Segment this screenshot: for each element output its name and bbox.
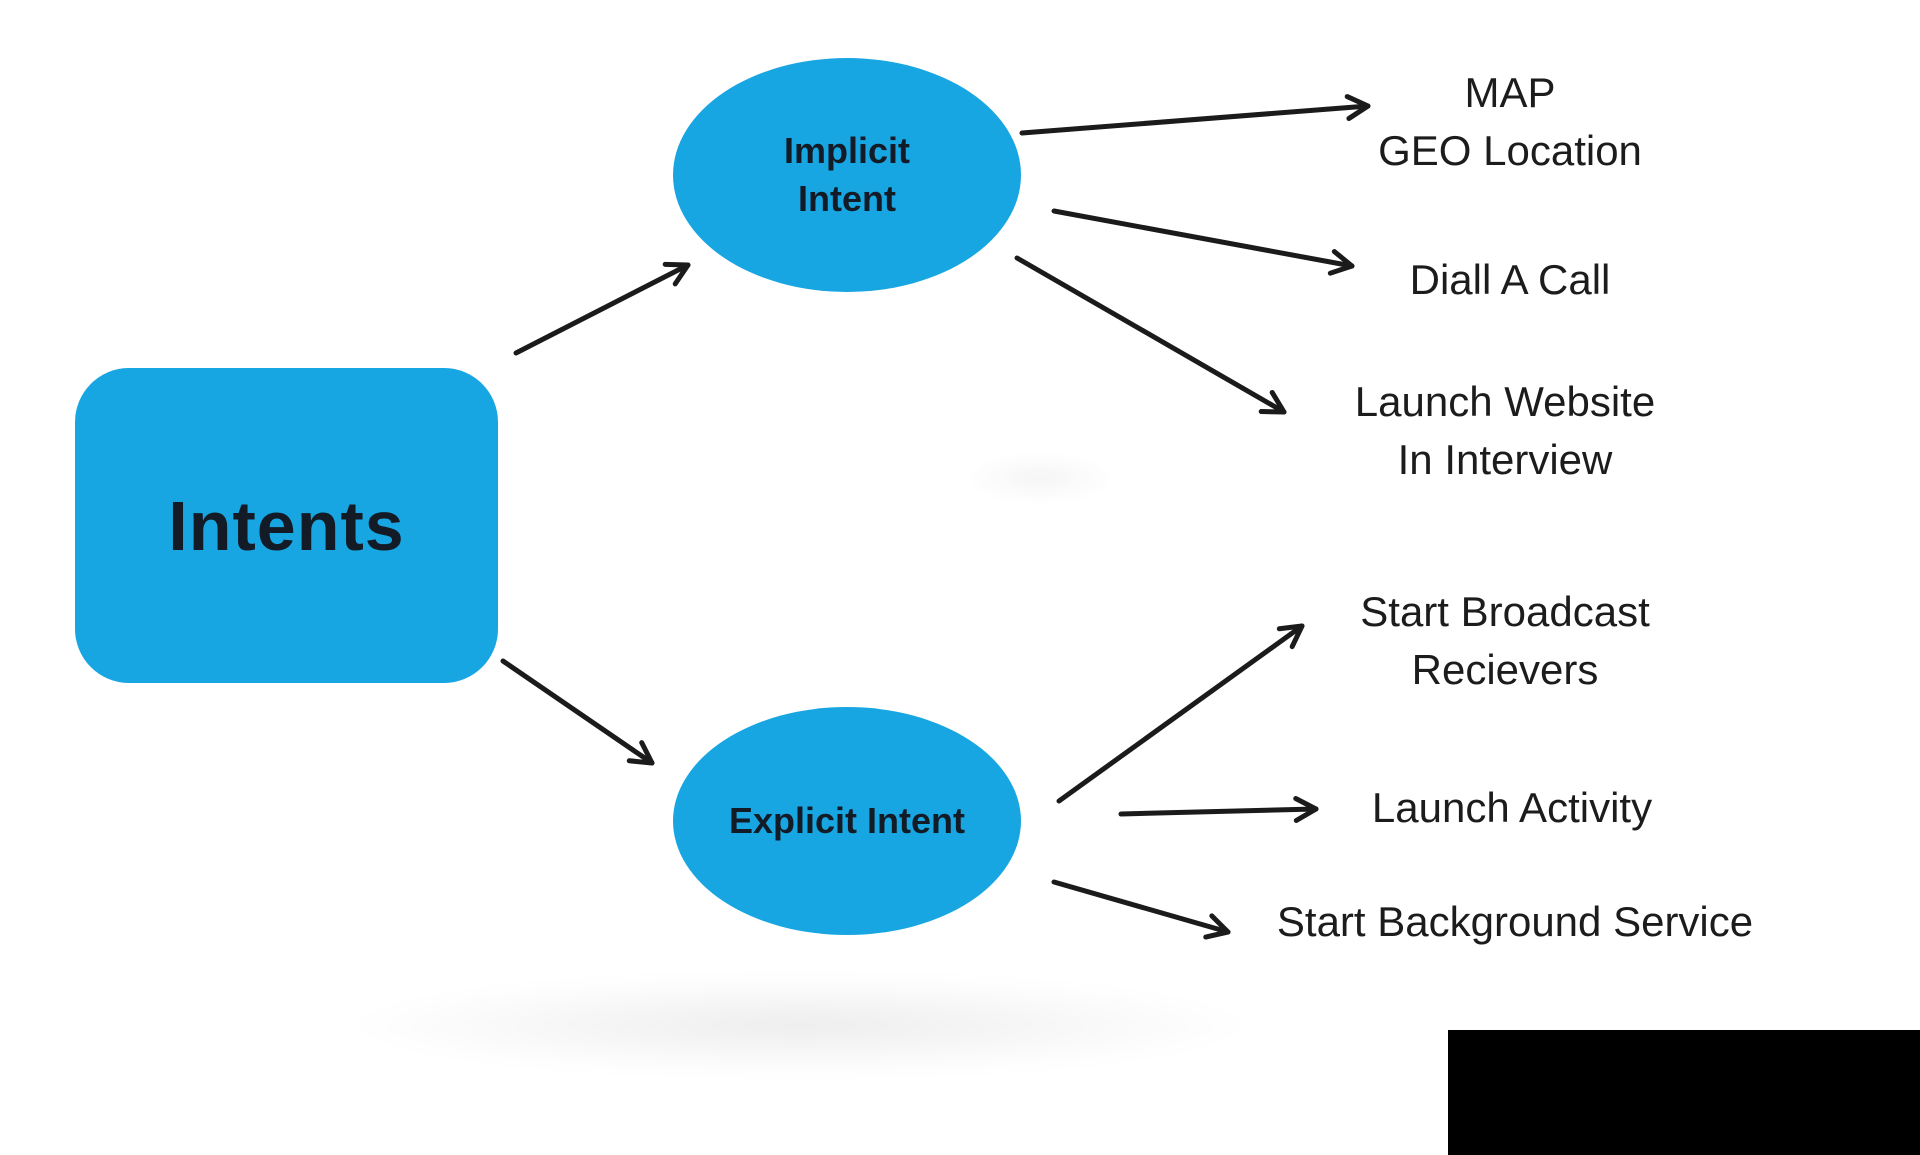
arrow-explicit-to-launch-activity	[1118, 796, 1319, 824]
leaf-start-background-service: Start Background Service	[1277, 893, 1753, 951]
leaf-start-broadcast-receivers: Start Broadcast Recievers	[1360, 583, 1649, 699]
leaf-launch-activity: Launch Activity	[1372, 779, 1652, 837]
leaf-launch-website-line1: Launch Website	[1354, 378, 1656, 425]
arrow-explicit-to-start-background-service	[1051, 879, 1231, 940]
node-explicit-intent: Explicit Intent	[673, 707, 1021, 935]
arrow-implicit-to-dial-a-call	[1051, 208, 1355, 276]
node-intents: Intents	[75, 368, 498, 683]
leaf-launch-website-line2: In Interview	[1397, 436, 1613, 483]
leaf-dial-a-call-line1: Diall A Call	[1409, 256, 1611, 303]
node-implicit-intent: Implicit Intent	[673, 58, 1021, 292]
leaf-start-background-service-line1: Start Background Service	[1276, 898, 1754, 945]
node-implicit-intent-label-line2: Intent	[798, 178, 896, 219]
node-explicit-intent-label: Explicit Intent	[728, 800, 966, 841]
leaf-map-geo-location: MAP GEO Location	[1378, 64, 1642, 180]
leaf-launch-activity-line1: Launch Activity	[1371, 784, 1653, 831]
redaction-box	[1448, 1030, 1920, 1155]
leaf-dial-a-call: Diall A Call	[1410, 251, 1611, 309]
arrow-implicit-to-launch-website	[1014, 255, 1287, 415]
arrow-intents-to-explicit-intent	[500, 658, 655, 766]
leaf-map-geo-location-line1: MAP	[1464, 69, 1556, 116]
leaf-start-broadcast-receivers-line1: Start Broadcast	[1360, 588, 1650, 635]
node-implicit-intent-label-line1: Implicit	[783, 130, 911, 171]
arrow-explicit-to-start-broadcast-receivers	[1056, 623, 1305, 804]
arrow-intents-to-implicit-intent	[513, 261, 691, 356]
leaf-launch-website: Launch Website In Interview	[1355, 373, 1655, 489]
node-intents-label: Intents	[168, 486, 405, 565]
arrow-implicit-to-map-geo-location	[1019, 94, 1371, 136]
leaf-map-geo-location-line2: GEO Location	[1378, 127, 1642, 174]
leaf-start-broadcast-receivers-line2: Recievers	[1411, 646, 1599, 693]
